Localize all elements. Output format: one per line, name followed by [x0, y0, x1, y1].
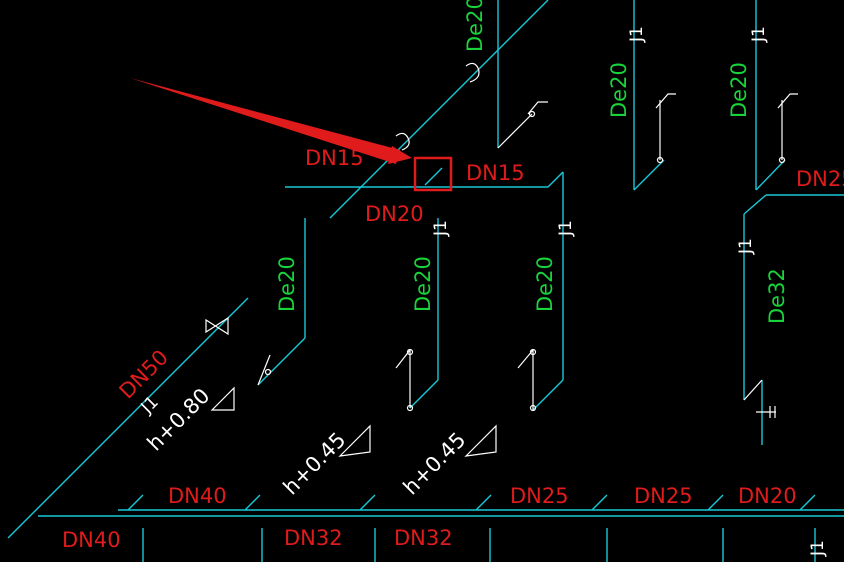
label-de20-riser: De20 — [533, 256, 557, 312]
fixture-branch — [497, 113, 533, 149]
pipe-segment — [755, 159, 786, 191]
highlighted-pipe-stub — [424, 167, 443, 186]
label-dn20-bottom: DN20 — [738, 484, 797, 508]
label-j1: J1 — [556, 220, 576, 237]
label-de20-riser: De20 — [275, 256, 299, 312]
faucet-symbol — [655, 93, 676, 109]
label-elevation-080: h+0.80 — [143, 384, 215, 456]
labels: DN15 DN15 DN20 DN25 De20 De20 De20 De20 … — [62, 0, 844, 557]
label-j1: J1 — [736, 238, 756, 255]
pipe-segment — [409, 379, 439, 409]
label-de20-riser: De20 — [727, 62, 751, 118]
pipe-stub — [244, 494, 261, 511]
label-dn40-upper: DN40 — [168, 484, 227, 508]
label-dn15-right: DN15 — [466, 161, 525, 185]
label-j1: J1 — [808, 540, 828, 557]
label-dn25: DN25 — [510, 484, 569, 508]
label-de20-top: De20 — [463, 0, 487, 52]
fixtures — [205, 62, 798, 457]
pipe-stub — [127, 494, 144, 511]
valve-dot — [778, 156, 786, 164]
label-j1: J1 — [431, 220, 451, 237]
main-pipe-dn50 — [7, 297, 249, 539]
pipe-network — [7, 0, 844, 562]
main-diagonal-pipe — [329, 0, 549, 219]
valve-dot — [528, 110, 536, 118]
pipe-segment — [547, 171, 564, 188]
valve-dot — [529, 348, 537, 356]
elevation-marker-icon — [464, 424, 497, 457]
valve-dot — [264, 368, 272, 376]
label-elevation-045: h+0.45 — [399, 428, 471, 500]
label-j1: J1 — [137, 392, 163, 418]
pipe-segment — [257, 337, 306, 386]
pointer-arrow-head — [388, 146, 412, 164]
pipe-segment — [633, 159, 665, 191]
label-elevation-045: h+0.45 — [279, 428, 351, 500]
pipe-segment — [743, 194, 767, 215]
pipe-segment — [532, 379, 564, 411]
faucet-symbol — [527, 101, 548, 115]
label-dn32: DN32 — [394, 526, 453, 550]
gate-valve-icon — [205, 316, 229, 336]
annotation-overlay — [130, 78, 453, 192]
valve-dot — [656, 156, 664, 164]
pipe-stub — [359, 494, 376, 511]
pipe-stub — [591, 494, 608, 511]
label-dn32: DN32 — [284, 526, 343, 550]
fixture-branch — [743, 379, 763, 401]
label-j1: J1 — [627, 26, 647, 43]
pipe-stub — [707, 494, 724, 511]
label-de20-riser: De20 — [411, 256, 435, 312]
label-dn25: DN25 — [634, 484, 693, 508]
label-dn15-left: DN15 — [305, 146, 364, 170]
pipe-stub — [799, 494, 816, 511]
valve-dot — [529, 404, 537, 412]
label-de20-riser: De20 — [607, 62, 631, 118]
valve-dot — [406, 404, 414, 412]
label-dn40-lower: DN40 — [62, 528, 121, 552]
label-dn25-top-right: DN25 — [796, 167, 844, 191]
elevation-marker-icon — [210, 386, 235, 411]
faucet-symbol — [777, 93, 798, 109]
highlight-box — [413, 156, 453, 192]
break-symbol — [465, 62, 480, 83]
label-j1: J1 — [749, 26, 769, 43]
fixture-branch — [257, 354, 271, 386]
label-dn20-branch: DN20 — [365, 202, 424, 226]
break-symbol — [395, 132, 410, 151]
elevation-marker-icon — [338, 424, 371, 457]
pipe-stub — [475, 494, 492, 511]
valve-dot — [406, 348, 414, 356]
pointer-arrow-shaft — [130, 78, 400, 164]
label-dn50: DN50 — [115, 345, 173, 403]
label-de32-riser: De32 — [765, 268, 789, 324]
